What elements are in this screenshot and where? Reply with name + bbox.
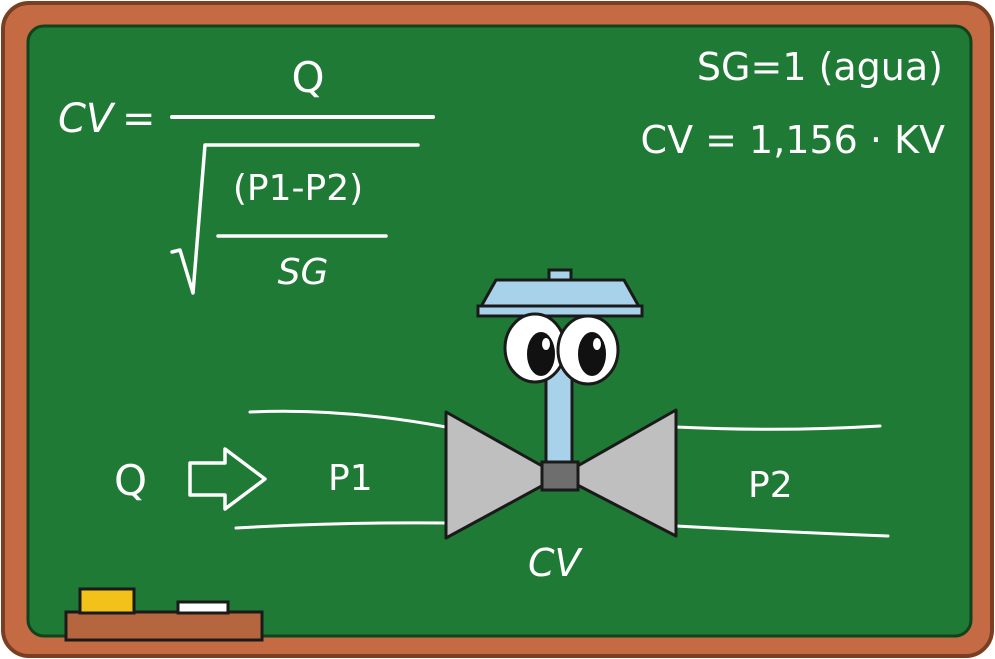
inlet-pressure-label: P1 [328, 458, 373, 499]
formula-numerator: Q [291, 53, 324, 102]
right-eye-pupil [578, 332, 606, 376]
formula-inner-denominator: SG [278, 252, 329, 293]
yellow-chalk [78, 587, 136, 615]
pipe-outlet-bottom [674, 524, 890, 538]
formula-inner-numerator: (P1-P2) [233, 168, 363, 209]
left-eye-glint [542, 338, 550, 350]
formula-lhs: CV [58, 96, 116, 142]
square-root-icon [170, 143, 420, 295]
control-valve-icon [444, 268, 678, 540]
cv-formula: CV = Q (P1-P2) SG [58, 53, 435, 295]
pipe-inlet-bottom [234, 521, 448, 530]
right-eye-glint [593, 338, 601, 350]
valve-body-right [558, 408, 678, 538]
actuator-plate [476, 304, 644, 318]
note-cv-kv-relation: CV = 1,156 · KV [641, 118, 945, 162]
note-specific-gravity: SG=1 (agua) [697, 45, 943, 89]
formula-equals: = [122, 96, 156, 142]
cartoon-eyes-icon [503, 312, 620, 386]
pipe-inlet-top [248, 409, 448, 429]
flow-label: Q [114, 456, 147, 505]
outlet-pressure-label: P2 [748, 465, 793, 506]
pipe-outlet-top [674, 424, 882, 431]
white-chalk [176, 600, 230, 615]
chalkboard-surface [26, 24, 973, 638]
flow-arrow-icon [188, 447, 267, 511]
valve-label: CV [528, 541, 584, 585]
valve-body-left [444, 410, 562, 540]
chalk-tray [64, 610, 264, 642]
left-eye-pupil [527, 332, 555, 376]
valve-center-block [540, 460, 580, 492]
